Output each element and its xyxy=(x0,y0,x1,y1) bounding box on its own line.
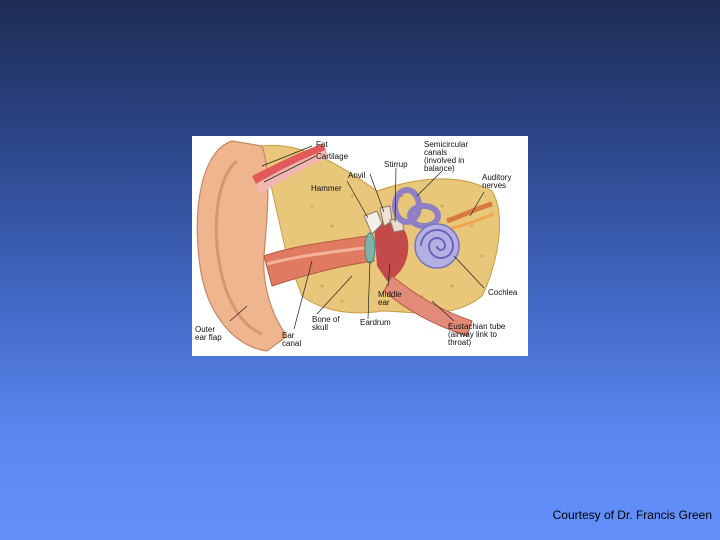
label-eardrum: Eardrum xyxy=(360,319,391,327)
label-auditory-nerves: Auditory nerves xyxy=(482,174,511,190)
label-bone-of-skull: Bone of skull xyxy=(312,316,340,332)
label-hammer: Hammer xyxy=(311,185,342,193)
cochlea-shape xyxy=(415,224,459,268)
label-outer-ear-flap: Outer ear flap xyxy=(195,326,222,342)
label-ear-canal: Ear canal xyxy=(282,332,301,348)
credit-text: Courtesy of Dr. Francis Green xyxy=(553,508,712,522)
ear-anatomy-diagram: Fat Cartilage Anvil Hammer Stirrup Semic… xyxy=(192,136,528,356)
label-semicircular-canals: Semicircular canals (involved in balance… xyxy=(424,141,468,173)
label-stirrup: Stirrup xyxy=(384,161,408,169)
label-cartilage: Cartilage xyxy=(316,153,348,161)
label-cochlea: Cochlea xyxy=(488,289,517,297)
label-anvil: Anvil xyxy=(348,172,365,180)
label-fat: Fat xyxy=(316,141,328,149)
label-eustachian-tube: Eustachian tube (airway link to throat) xyxy=(448,323,505,347)
label-middle-ear: Middle ear xyxy=(378,291,402,307)
